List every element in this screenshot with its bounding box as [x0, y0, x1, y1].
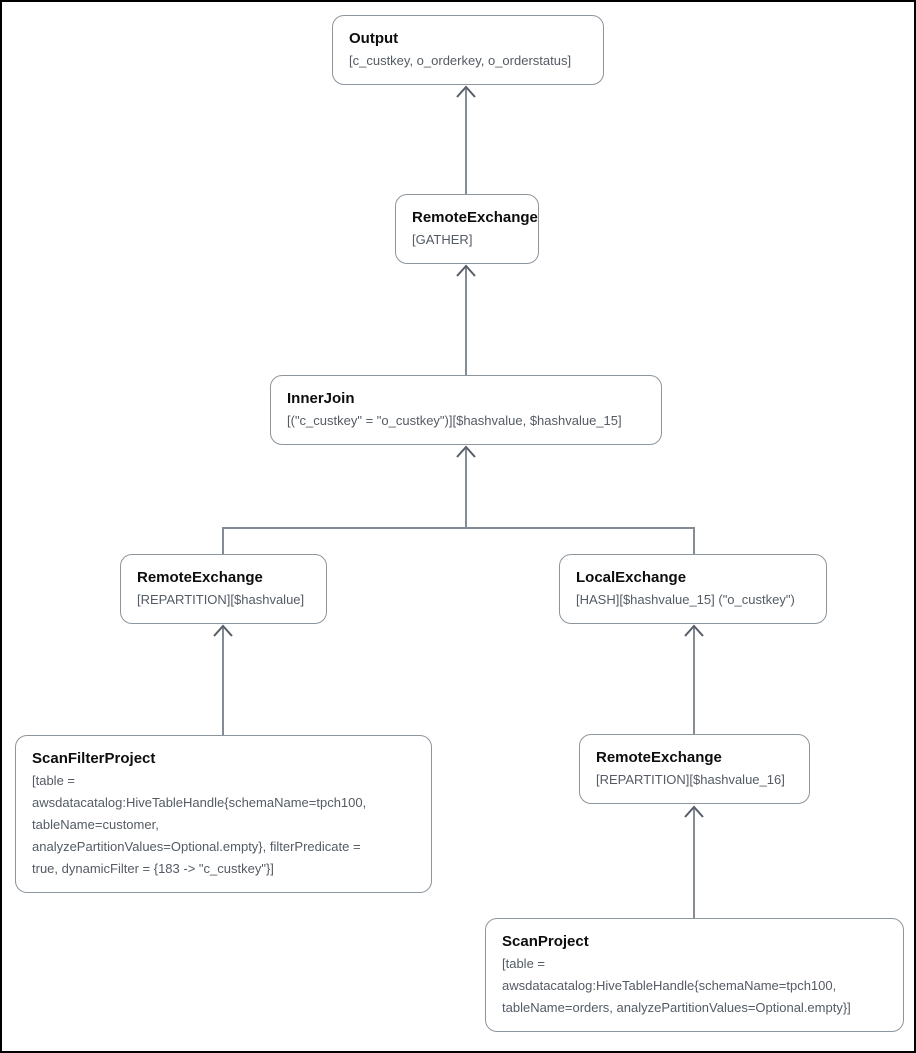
node-inner-join: InnerJoin [("c_custkey" = "o_custkey")][…: [270, 375, 662, 445]
node-title: RemoteExchange: [137, 569, 263, 586]
node-detail: [c_custkey, o_orderkey, o_orderstatus]: [349, 53, 572, 68]
node-title: ScanFilterProject: [32, 750, 156, 767]
node-detail: [HASH][$hashvalue_15] ("o_custkey"): [576, 592, 795, 607]
arrow-up-icon: [684, 624, 704, 637]
node-detail: [table = awsdatacatalog:HiveTableHandle{…: [32, 773, 367, 876]
connector-junction: [222, 527, 695, 554]
node-remote-exchange-gather: RemoteExchange [GATHER]: [395, 194, 539, 264]
node-title: RemoteExchange: [596, 749, 722, 766]
node-detail: [("c_custkey" = "o_custkey")][$hashvalue…: [287, 413, 622, 428]
node-detail: [table = awsdatacatalog:HiveTableHandle{…: [502, 956, 851, 1015]
node-detail: [REPARTITION][$hashvalue_16]: [596, 772, 785, 787]
node-local-exchange: LocalExchange [HASH][$hashvalue_15] ("o_…: [559, 554, 827, 624]
node-scan-project: ScanProject [table = awsdatacatalog:Hive…: [485, 918, 904, 1032]
node-output: Output [c_custkey, o_orderkey, o_orderst…: [332, 15, 604, 85]
arrow-up-icon: [213, 624, 233, 637]
node-title: Output: [349, 30, 399, 47]
arrow-up-icon: [684, 805, 704, 818]
node-remote-exchange-repartition: RemoteExchange [REPARTITION][$hashvalue]: [120, 554, 327, 624]
arrow-up-icon: [456, 445, 476, 458]
arrow-up-icon: [456, 85, 476, 98]
node-title: InnerJoin: [287, 390, 355, 407]
node-remote-exchange-repartition-16: RemoteExchange [REPARTITION][$hashvalue_…: [579, 734, 810, 804]
node-title: RemoteExchange: [412, 209, 538, 226]
node-title: ScanProject: [502, 933, 589, 950]
node-detail: [REPARTITION][$hashvalue]: [137, 592, 305, 607]
node-title: LocalExchange: [576, 569, 687, 586]
node-scan-filter-project: ScanFilterProject [table = awsdatacatalo…: [15, 735, 432, 893]
node-detail: [GATHER]: [412, 232, 473, 247]
arrow-up-icon: [456, 264, 476, 277]
